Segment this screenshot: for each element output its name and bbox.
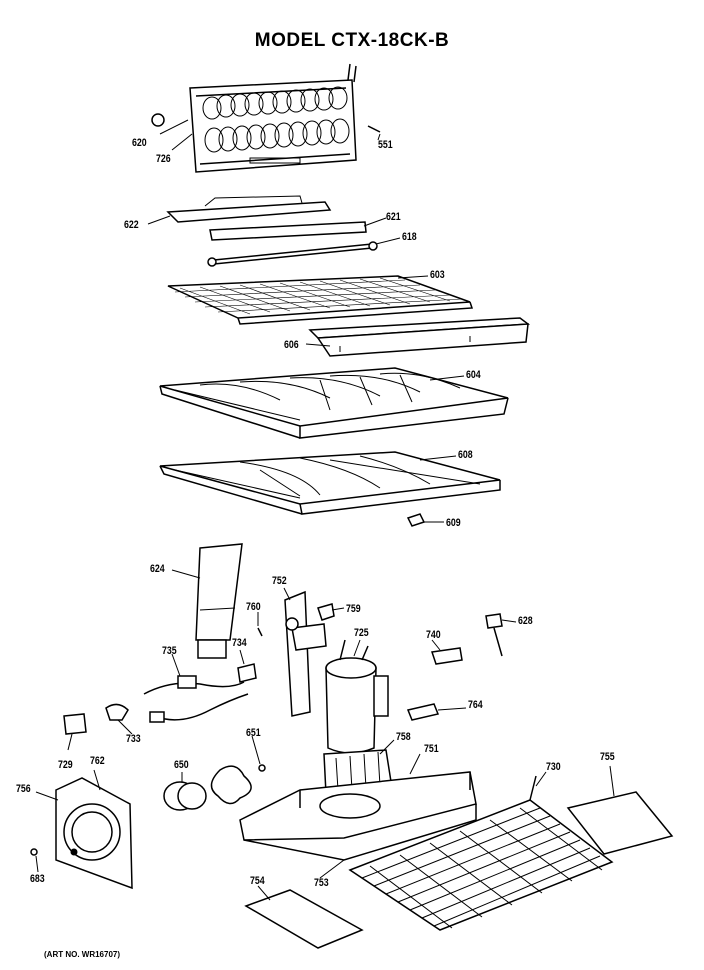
part-label-608: 608 — [458, 449, 473, 461]
part-label-651: 651 — [246, 727, 261, 739]
part-label-624: 624 — [150, 563, 165, 575]
part-label-759: 759 — [346, 603, 361, 615]
part-label-735: 735 — [162, 645, 177, 657]
part-label-650: 650 — [174, 759, 189, 771]
plug-620 — [151, 113, 165, 127]
harness-735 — [143, 675, 249, 723]
condenser-730 — [348, 775, 614, 931]
cover-622 — [166, 201, 332, 223]
part-label-726: 726 — [156, 153, 171, 165]
bracket-752 — [284, 590, 327, 717]
part-label-755: 755 — [600, 751, 615, 763]
part-label-618: 618 — [402, 231, 417, 243]
compressor-725 — [325, 639, 389, 754]
part-label-551: 551 — [378, 139, 393, 151]
evaporator-coil-726 — [189, 63, 357, 173]
part-label-725: 725 — [354, 627, 369, 639]
part-label-760: 760 — [246, 601, 261, 613]
pad-755 — [566, 791, 674, 855]
duct-624 — [195, 543, 243, 659]
clip-609 — [406, 513, 426, 527]
part-label-622: 622 — [124, 219, 139, 231]
part-label-730: 730 — [546, 761, 561, 773]
art-number-caption: (ART NO. WR16707) — [44, 950, 121, 959]
part-label-758: 758 — [396, 731, 411, 743]
motor-650 — [163, 781, 207, 811]
part-label-751: 751 — [424, 743, 439, 755]
part-label-621: 621 — [386, 211, 401, 223]
clip-759 — [317, 603, 335, 621]
part-label-754: 754 — [250, 875, 265, 887]
strip-621 — [209, 221, 367, 241]
pan-608 — [159, 451, 501, 515]
part-label-603: 603 — [430, 269, 445, 281]
part-label-604: 604 — [466, 369, 481, 381]
capacitor-734 — [237, 663, 257, 683]
screw-683 — [30, 848, 38, 856]
leader-lines — [35, 119, 615, 901]
screw-760 — [257, 627, 263, 637]
part-label-753: 753 — [314, 877, 329, 889]
part-label-762: 762 — [90, 755, 105, 767]
pan-604 — [159, 367, 509, 439]
trim-606 — [308, 317, 531, 357]
cord-628 — [485, 613, 503, 657]
pad-754 — [244, 889, 364, 949]
grille-603 — [167, 275, 474, 325]
fan-blade — [210, 765, 252, 805]
part-label-764: 764 — [468, 699, 483, 711]
part-label-628: 628 — [518, 615, 533, 627]
part-label-740: 740 — [426, 629, 441, 641]
part-label-729: 729 — [58, 759, 73, 771]
screw-551 — [367, 125, 381, 133]
part-label-606: 606 — [284, 339, 299, 351]
base-751 — [239, 771, 477, 861]
relay-740 — [431, 647, 463, 665]
part-764 — [406, 703, 440, 721]
part-label-734: 734 — [232, 637, 247, 649]
housing-756 — [55, 777, 133, 890]
diagram-title: MODEL CTX-18CK-B — [254, 30, 450, 51]
part-label-683: 683 — [30, 873, 45, 885]
part-733 — [105, 703, 129, 721]
part-label-620: 620 — [132, 137, 147, 149]
part-label-756: 756 — [16, 783, 31, 795]
part-label-752: 752 — [272, 575, 287, 587]
part-729 — [63, 713, 87, 735]
screw-651 — [258, 764, 266, 772]
part-label-733: 733 — [126, 733, 141, 745]
heater-618 — [207, 241, 378, 267]
part-label-609: 609 — [446, 517, 461, 529]
